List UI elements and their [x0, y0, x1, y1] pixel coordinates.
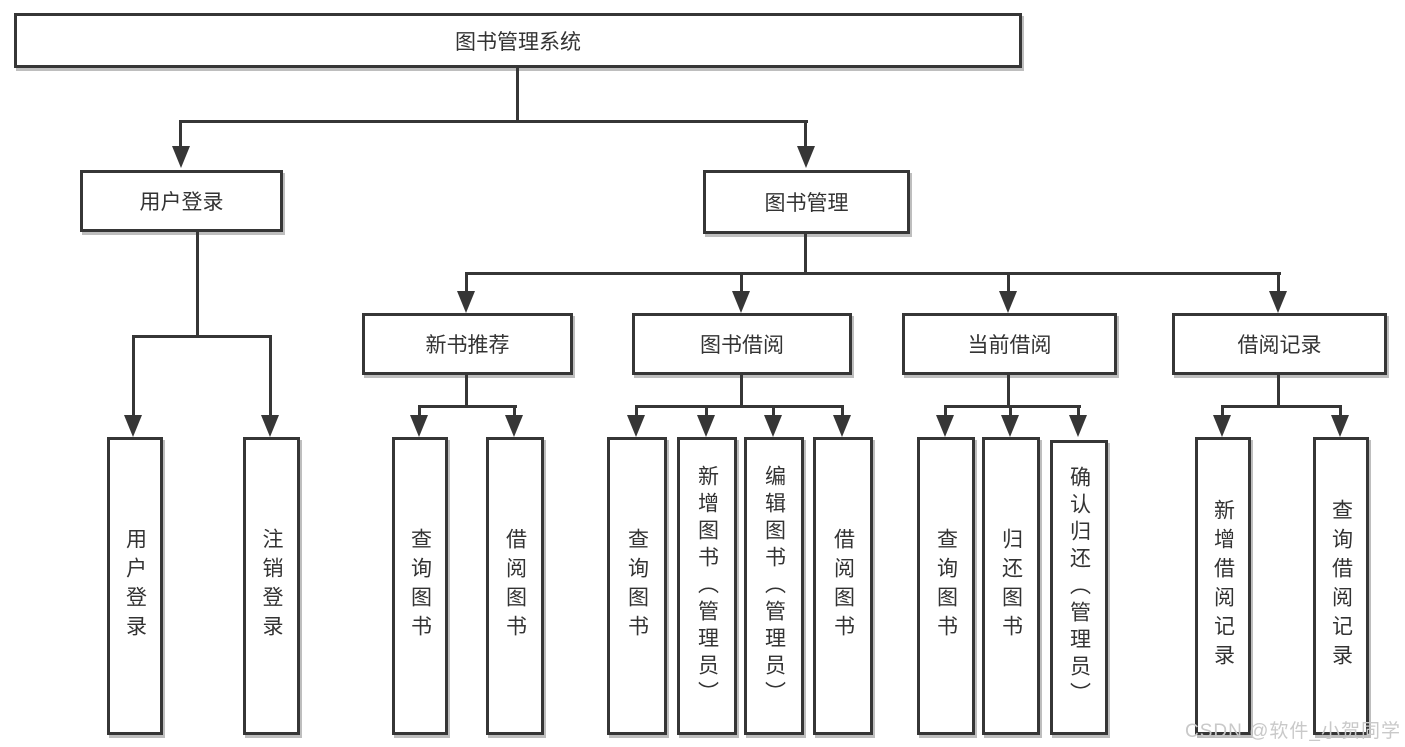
node-library-system: 图书管理系统 [14, 13, 1022, 68]
line-drop-user-login [179, 120, 182, 148]
leaf-rec-query-record: 查询借阅记录 [1313, 437, 1369, 735]
node-label: 当前借阅 [967, 334, 1052, 357]
node-label: 用户登录 [123, 528, 147, 644]
line-drop-bb-query [635, 405, 638, 417]
node-current-borrow: 当前借阅 [902, 313, 1117, 375]
line-drop-bb-edit [772, 405, 775, 417]
node-user-login: 用户登录 [80, 170, 283, 232]
node-book-borrow: 图书借阅 [632, 313, 852, 375]
node-label: 查询借阅记录 [1329, 499, 1353, 673]
csdn-watermark: CSDN @软件_小贺同学 [1185, 721, 1401, 742]
node-label: 图书借阅 [700, 334, 784, 357]
arrow-into-leaf-login [124, 415, 142, 437]
leaf-rec-add-record: 新增借阅记录 [1195, 437, 1251, 735]
line-drop-leaf-login [132, 335, 135, 417]
line-drop-book-borrow [740, 272, 743, 293]
node-label: 新增图书（管理员） [695, 464, 719, 708]
line-drop-nb-borrow [513, 405, 516, 417]
leaf-cb-return-books: 归还图书 [982, 437, 1040, 735]
line-drop-bb-borrow [841, 405, 844, 417]
arrow-into-nb-query [410, 415, 428, 437]
line-records-trunk [1277, 375, 1280, 408]
arrow-into-new-book [457, 291, 475, 313]
line-root-trunk [516, 68, 519, 122]
line-drop-borrow-records [1277, 272, 1280, 293]
arrow-into-leaf-logout [261, 415, 279, 437]
arrow-into-rec-query [1331, 415, 1349, 437]
leaf-nb-query-books: 查询图书 [392, 437, 448, 735]
leaf-bb-add-books-admin: 新增图书（管理员） [677, 437, 737, 735]
node-label: 借阅记录 [1237, 334, 1322, 357]
leaf-bb-borrow-books: 借阅图书 [813, 437, 873, 735]
line-drop-cb-confirm [1077, 405, 1080, 417]
arrow-into-cb-query [936, 415, 954, 437]
node-borrow-records: 借阅记录 [1172, 313, 1387, 375]
line-drop-current-borrow [1007, 272, 1010, 293]
leaf-user-login: 用户登录 [107, 437, 163, 735]
line-drop-nb-query [418, 405, 421, 417]
node-label: 注销登录 [260, 528, 283, 644]
line-current-trunk [1007, 375, 1010, 408]
line-drop-book-mgmt [804, 120, 807, 148]
arrow-into-borrow-records [1269, 291, 1287, 313]
line-records-rail [1221, 405, 1342, 408]
leaf-bb-edit-books-admin: 编辑图书（管理员） [744, 437, 804, 735]
arrow-into-rec-add [1213, 415, 1231, 437]
node-label: 新书推荐 [425, 334, 510, 357]
node-label: 图书管理系统 [455, 30, 581, 54]
leaf-logout: 注销登录 [243, 437, 300, 735]
node-label: 编辑图书（管理员） [762, 464, 786, 708]
arrow-into-current-borrow [999, 291, 1017, 313]
line-user-login-rail [132, 335, 272, 338]
line-drop-rec-query [1339, 405, 1342, 417]
leaf-nb-borrow-books: 借阅图书 [486, 437, 544, 735]
line-user-login-trunk [196, 230, 199, 338]
arrow-into-cb-confirm [1069, 415, 1087, 437]
node-label: 借阅图书 [503, 528, 527, 644]
line-drop-leaf-logout [269, 335, 272, 417]
line-drop-cb-return [1009, 405, 1012, 417]
line-current-rail [944, 405, 1081, 408]
node-label: 查询图书 [625, 528, 649, 644]
line-drop-rec-add [1221, 405, 1224, 417]
arrow-into-bb-query [627, 415, 645, 437]
leaf-bb-query-books: 查询图书 [607, 437, 667, 735]
line-root-rail [180, 120, 808, 123]
node-label: 查询图书 [408, 528, 432, 644]
arrow-into-book-borrow [732, 291, 750, 313]
line-drop-cb-query [944, 405, 947, 417]
line-book-borrow-trunk [740, 375, 743, 408]
node-label: 查询图书 [934, 528, 958, 644]
leaf-cb-confirm-return-admin: 确认归还（管理员） [1050, 440, 1108, 735]
line-drop-bb-add [705, 405, 708, 417]
node-label: 用户登录 [139, 191, 224, 214]
line-new-book-trunk [465, 375, 468, 408]
arrow-into-bb-add [697, 415, 715, 437]
node-new-book-rec: 新书推荐 [362, 313, 573, 375]
node-label: 新增借阅记录 [1211, 499, 1235, 673]
line-book-borrow-rail [635, 405, 844, 408]
node-label: 借阅图书 [831, 528, 855, 644]
node-label: 确认归还（管理员） [1067, 466, 1091, 709]
arrow-into-nb-borrow [505, 415, 523, 437]
node-label: 归还图书 [999, 528, 1023, 644]
node-label: 图书管理 [764, 192, 849, 215]
arrow-into-book-mgmt [797, 146, 815, 168]
arrow-into-user-login [172, 146, 190, 168]
line-book-mgmt-rail [465, 272, 1281, 275]
line-drop-new-book [465, 272, 468, 293]
arrow-into-cb-return [1001, 415, 1019, 437]
arrow-into-bb-edit [764, 415, 782, 437]
line-new-book-rail [418, 405, 517, 408]
arrow-into-bb-borrow [833, 415, 851, 437]
leaf-cb-query-books: 查询图书 [917, 437, 975, 735]
line-book-mgmt-trunk [804, 232, 807, 275]
node-book-mgmt: 图书管理 [703, 170, 910, 234]
